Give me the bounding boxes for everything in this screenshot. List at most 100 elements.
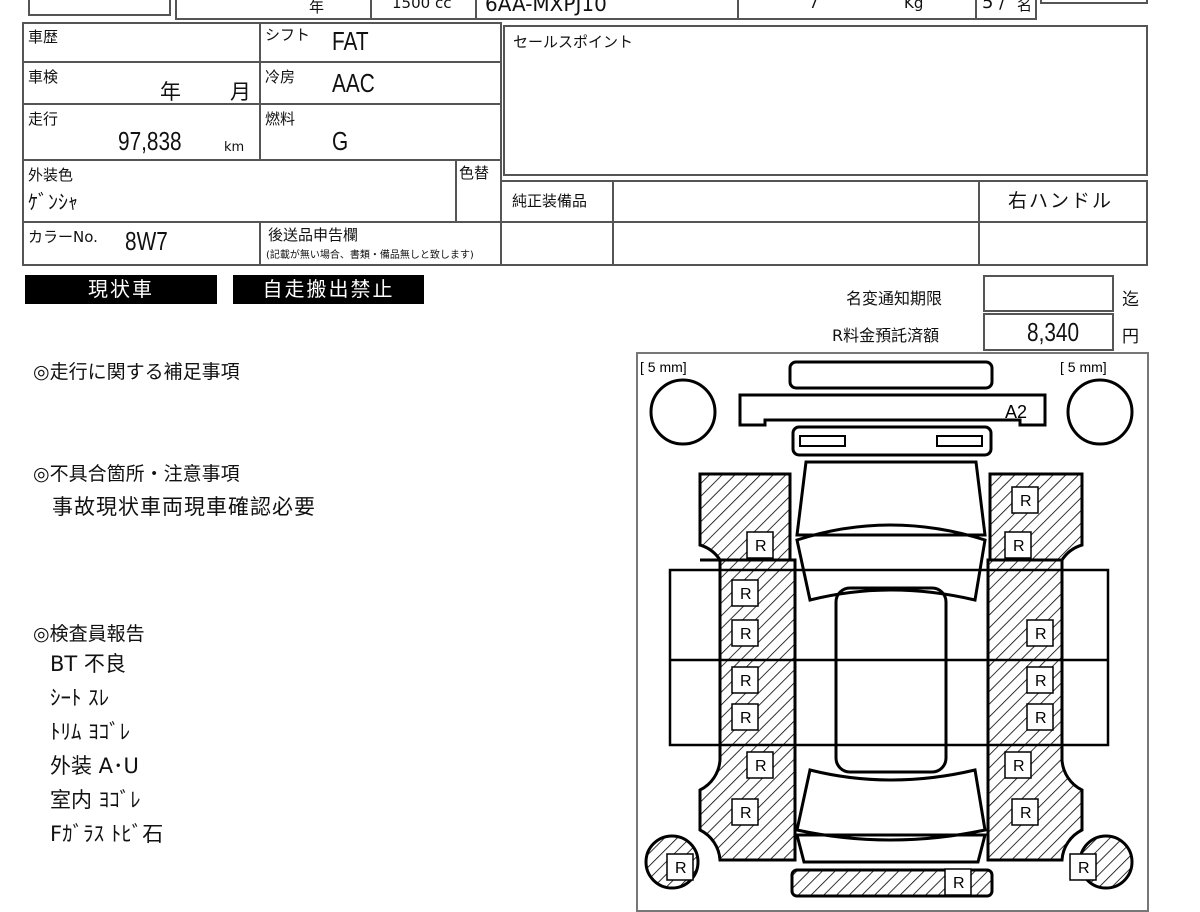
shift-label: シフト — [265, 26, 311, 44]
damage-mark-box — [746, 531, 774, 559]
grille — [791, 425, 993, 457]
exterior-color-label: 外装色 — [28, 166, 74, 184]
weight-value: 7 — [809, 0, 819, 12]
damage-mark-box — [731, 666, 759, 694]
damage-mark: R — [1013, 758, 1025, 775]
tire-tread-left: [ 5 mm] — [640, 359, 687, 375]
sales-point-box: セールスポイント — [503, 25, 1148, 176]
damage-mark-box — [944, 868, 972, 896]
mileage-label: 走行 — [28, 110, 59, 128]
inspector-line: ｼｰﾄ ｽﾚ — [50, 686, 110, 710]
genuine-equipment-label: 純正装備品 — [512, 192, 588, 210]
damage-mark: R — [1035, 673, 1047, 690]
exterior-color-value: ｹﾞﾝｼｬ — [28, 190, 78, 214]
ac-value: AAC — [332, 68, 375, 98]
damage-mark: R — [1078, 860, 1090, 877]
damage-mark-box — [1026, 619, 1054, 647]
inspector-line: Fｶﾞﾗｽ ﾄﾋﾞ石 — [50, 822, 164, 846]
damage-mark-box — [731, 798, 759, 826]
steering-value: 右ハンドル — [1008, 190, 1114, 212]
color-change-label: 色替 — [459, 164, 490, 182]
inspector-line: 室内 ﾖｺﾞﾚ — [50, 788, 141, 812]
damage-mark-box — [1011, 798, 1039, 826]
inspector-line: 外装 A･U — [50, 754, 139, 778]
recycle-value: 8,340 — [1027, 317, 1080, 347]
front-left-fender — [698, 472, 792, 562]
deferred-items-note: (記載が無い場合、書類・備品無しと致します) — [266, 250, 474, 261]
damage-mark-box — [1004, 531, 1032, 559]
damage-mark: R — [740, 626, 752, 643]
capacity: 5 / — [982, 0, 1006, 13]
inspection-label: 車検 — [28, 68, 59, 86]
weight-unit: Kg — [904, 0, 924, 12]
header-cell-capacity: 5 / 名 — [975, 0, 1037, 20]
recycle-suffix: 円 — [1122, 327, 1139, 347]
header-cell-displacement: 1500 cc — [370, 0, 477, 20]
header-cell-extra — [1040, 0, 1148, 4]
damage-mark: R — [1020, 493, 1032, 510]
deferred-items-label: 後送品申告欄 — [268, 226, 359, 244]
trunk — [795, 833, 987, 864]
bumper-mark: A2 — [1005, 402, 1027, 422]
tire-front-right — [1066, 378, 1134, 446]
header-cell-blank — [28, 0, 171, 16]
rear-bumper — [790, 868, 994, 898]
inspector-title: ◎検査員報告 — [33, 623, 145, 645]
header-cell-weight: 7 Kg — [737, 0, 977, 20]
inspector-lines: BT 不良 ｼｰﾄ ｽﾚ ﾄﾘﾑ ﾖｺﾞﾚ 外装 A･U 室内 ﾖｺﾞﾚ Fｶﾞ… — [50, 647, 163, 851]
damage-mark: R — [755, 758, 767, 775]
shift-value: FAT — [332, 26, 369, 56]
damage-mark: R — [675, 860, 687, 877]
rear-window — [795, 768, 987, 842]
recycle-label: R料金預託済額 — [832, 326, 940, 345]
defects-title: ◎不具合箇所・注意事項 — [33, 463, 240, 485]
hood — [795, 460, 987, 537]
color-no-label: カラーNo. — [28, 228, 98, 246]
equipment-table — [500, 180, 1148, 266]
inspection-month: 月 — [230, 80, 251, 104]
displacement: 1500 cc — [392, 0, 452, 12]
mileage-value: 97,838 — [118, 126, 182, 156]
capacity-unit: 名 — [1017, 0, 1033, 14]
damage-mark: R — [1013, 538, 1025, 555]
damage-mark: R — [755, 538, 767, 555]
damage-mark-box — [731, 579, 759, 607]
model-code: 6AA-MXPJ10 — [485, 0, 607, 16]
damage-mark-box — [731, 703, 759, 731]
windshield — [795, 523, 987, 602]
damage-mark-box — [666, 853, 694, 881]
fuel-label: 燃料 — [265, 110, 296, 128]
sales-point-label: セールスポイント — [513, 33, 634, 51]
inspector-line: BT 不良 — [50, 652, 126, 676]
damage-mark-box — [1026, 703, 1054, 731]
name-change-label: 名変通知期限 — [846, 289, 943, 308]
defects-text: 事故現状車両現車確認必要 — [52, 495, 316, 519]
damage-mark-box — [1069, 853, 1097, 881]
front-bumper-top — [788, 360, 994, 390]
damage-mark: R — [1035, 626, 1047, 643]
as-is-badge: 現状車 — [25, 275, 217, 304]
roof — [834, 586, 948, 774]
damage-mark: R — [1035, 710, 1047, 727]
tire-tread-right: [ 5 mm] — [1060, 359, 1107, 375]
recycle-value-box: 8,340 — [983, 313, 1114, 351]
name-change-suffix: 迄 — [1122, 290, 1139, 310]
header-cell-model: 6AA-MXPJ10 — [475, 0, 739, 20]
damage-mark: R — [740, 805, 752, 822]
front-bumper — [738, 393, 1047, 427]
ac-label: 冷房 — [265, 68, 296, 86]
header-cell-year: 年 — [175, 0, 372, 20]
damage-mark: R — [740, 710, 752, 727]
mileage-unit: km — [224, 140, 245, 155]
inspector-line: ﾄﾘﾑ ﾖｺﾞﾚ — [50, 720, 131, 744]
driving-notes-title: ◎走行に関する補足事項 — [33, 361, 240, 383]
history-label: 車歴 — [28, 28, 59, 46]
fuel-value: G — [332, 126, 349, 156]
damage-mark: R — [953, 875, 965, 892]
name-change-value — [983, 275, 1114, 312]
no-self-drive-badge: 自走搬出禁止 — [233, 275, 424, 304]
damage-mark-box — [746, 751, 774, 779]
inspection-year: 年 — [160, 80, 181, 104]
